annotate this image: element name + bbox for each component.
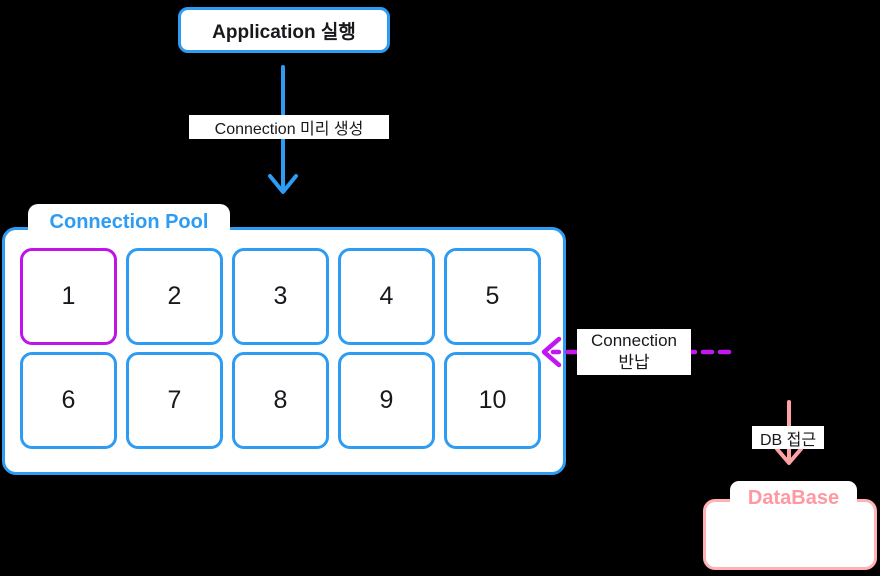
- database-label: DataBase: [747, 486, 840, 509]
- connection-slot-1: 1: [20, 248, 117, 345]
- slot-number: 8: [273, 386, 288, 414]
- db-access-text: DB 접근: [759, 431, 817, 449]
- slot-number: 5: [485, 282, 500, 310]
- slot-number: 7: [167, 386, 182, 414]
- db-access-label: DB 접근: [752, 426, 824, 449]
- slot-number: 2: [167, 282, 182, 310]
- slot-number: 10: [478, 386, 507, 414]
- create-connections-label: Connection 미리 생성: [189, 115, 389, 139]
- return-connection-text-line1: Connection: [590, 331, 677, 350]
- create-connections-text: Connection 미리 생성: [214, 121, 364, 138]
- connection-slot-2: 2: [126, 248, 223, 345]
- connection-slot-4: 4: [338, 248, 435, 345]
- connection-slot-5: 5: [444, 248, 541, 345]
- slot-number: 3: [273, 282, 288, 310]
- connection-pool-title: Connection Pool: [49, 211, 209, 233]
- database-title-tab: DataBase: [730, 481, 857, 515]
- application-node: Application 실행: [178, 7, 390, 53]
- application-label: Application 실행: [212, 21, 356, 43]
- connection-slot-8: 8: [232, 352, 329, 449]
- return-connection-label: Connection 반납: [577, 329, 691, 375]
- connection-slot-3: 3: [232, 248, 329, 345]
- connection-slot-9: 9: [338, 352, 435, 449]
- return-connection-text-line2: 반납: [618, 353, 650, 372]
- connection-slot-grid: 1 2 3 4 5 6 7 8 9 10: [20, 248, 541, 449]
- slot-number: 4: [379, 282, 394, 310]
- connection-slot-10: 10: [444, 352, 541, 449]
- slot-number: 1: [61, 282, 76, 310]
- connection-slot-6: 6: [20, 352, 117, 449]
- slot-number: 6: [61, 386, 76, 414]
- slot-number: 9: [379, 386, 394, 414]
- connection-slot-7: 7: [126, 352, 223, 449]
- connection-pool-title-tab: Connection Pool: [28, 204, 230, 241]
